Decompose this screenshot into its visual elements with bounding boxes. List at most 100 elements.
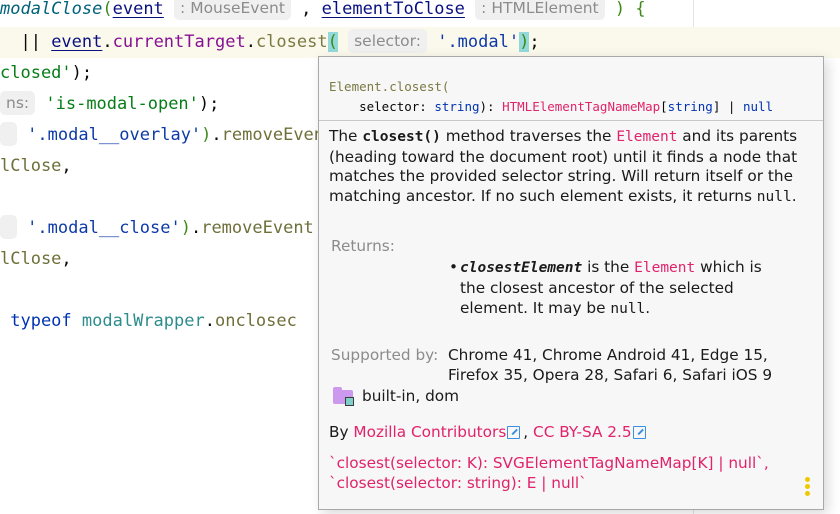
separator: ,: [523, 423, 534, 441]
code-token: .: [204, 311, 215, 331]
license-link[interactable]: CC BY-SA 2.5: [533, 423, 632, 441]
code-token: [338, 32, 348, 52]
code-token: modalClose: [0, 0, 103, 19]
code-token: ): [519, 32, 530, 52]
code-token: currentTarget: [112, 32, 246, 52]
bullet-icon: •: [449, 258, 459, 276]
inlay-hint: : MouseEvent: [174, 0, 291, 20]
return-name: closestElement: [460, 260, 583, 276]
signature-null: null: [742, 99, 774, 114]
attribution: By Mozilla Contributors , CC BY-SA 2.5: [329, 423, 649, 441]
overloads: `closest(selector: K): SVGElementTagName…: [329, 453, 809, 493]
documentation-popup: Element.closest( selector: string): HTML…: [318, 56, 824, 510]
code-line[interactable]: '.modal__overlay').removeEvent: [0, 120, 334, 151]
code-line[interactable]: ns: 'is-modal-open');: [0, 89, 219, 120]
code-token: event: [112, 0, 164, 19]
library-info: built-in, dom: [333, 387, 460, 406]
code-token: );: [71, 63, 93, 83]
code-token: lClose: [0, 156, 62, 176]
code-token: ): [201, 125, 212, 145]
code-token: typeof: [0, 311, 82, 331]
code-token: removeEvent: [221, 125, 335, 145]
returns-label: Returns:: [331, 237, 395, 255]
external-link-icon[interactable]: [632, 425, 646, 439]
divider: [319, 120, 823, 121]
code-line[interactable]: lClose,: [0, 244, 72, 275]
signature-class-method: Element.closest(: [329, 79, 450, 94]
inlay-hint: : HTMLElement: [475, 0, 605, 20]
element-link[interactable]: Element: [634, 260, 696, 276]
returns-item: • closestElement is the Element which is…: [449, 257, 789, 319]
signature-index-type: string: [667, 99, 713, 114]
text: .: [645, 299, 651, 317]
code-token: ||: [0, 32, 52, 52]
code-token: ): [180, 218, 191, 238]
mozilla-contributors-link[interactable]: Mozilla Contributors: [353, 423, 507, 441]
code-token: [465, 0, 475, 19]
inlay-hint: ns:: [0, 91, 36, 115]
code-line[interactable]: modalClose(event : MouseEvent , elementT…: [0, 0, 646, 25]
text: .: [791, 186, 797, 205]
code-token: .: [245, 32, 256, 52]
library-text: built-in, dom: [362, 387, 460, 405]
code-token: );: [198, 94, 220, 114]
signature-punct: ):: [479, 99, 503, 114]
signature-return-type[interactable]: HTMLElementTagNameMap: [502, 99, 661, 114]
overload-item: `closest(selector: K): SVGElementTagName…: [329, 454, 769, 472]
signature-param-name: selector:: [329, 99, 435, 114]
method-code: closest(): [362, 129, 441, 145]
folder-library-icon: [333, 387, 355, 406]
text: method traverses the: [440, 127, 617, 145]
signature-punct: ]: [712, 99, 721, 114]
code-token: ,: [290, 0, 322, 19]
description: The closest() method traverses the Eleme…: [329, 127, 809, 207]
code-token: modalWrapper: [81, 311, 205, 331]
inlay-hint: selector:: [348, 29, 427, 53]
code-token: ): [604, 0, 636, 19]
code-token: {: [635, 0, 646, 19]
code-line[interactable]: typeof modalWrapper.onclosec: [0, 306, 297, 337]
supported-by-label: Supported by:: [331, 346, 439, 364]
code-token: removeEvent: [201, 218, 314, 238]
text: is the: [582, 258, 635, 276]
code-token: .: [211, 125, 222, 145]
code-token: '.modal': [437, 32, 520, 52]
text: which is the closest ancestor of the sel…: [460, 258, 762, 317]
code-token: closest: [255, 32, 328, 52]
signature-punct: |: [720, 99, 743, 114]
text: and its parents (heading toward the docu…: [329, 127, 798, 205]
overload-item: `closest(selector: string): E | null`: [329, 474, 587, 492]
code-token: [35, 94, 45, 114]
code-token: [427, 32, 437, 52]
code-token: closed': [0, 63, 72, 83]
more-options-icon[interactable]: [805, 477, 810, 496]
signature-punct: [: [660, 99, 668, 114]
code-token: '.modal__close': [16, 218, 181, 238]
external-link-icon[interactable]: [507, 425, 521, 439]
code-token: [164, 0, 174, 19]
element-link[interactable]: Element: [616, 129, 678, 145]
code-token: event: [51, 32, 103, 52]
code-token: .: [190, 218, 202, 238]
code-token: elementToClose: [321, 0, 465, 19]
code-token: 'is-modal-open': [45, 94, 199, 114]
inlay-hint: [0, 122, 17, 146]
null-code: null: [756, 188, 792, 205]
code-line[interactable]: lClose,: [0, 151, 72, 182]
supported-by-value: Chrome 41, Chrome Android 41, Edge 15, F…: [448, 346, 773, 384]
code-line[interactable]: closed');: [0, 58, 92, 89]
code-token: '.modal__overlay': [16, 125, 202, 145]
code-token: onclosec: [214, 311, 297, 331]
null-code: null: [610, 301, 646, 317]
attribution-prefix: By: [329, 423, 354, 441]
code-line-current[interactable]: || event.currentTarget.closest( selector…: [0, 27, 840, 58]
signature-param-type: string: [434, 99, 480, 114]
text: The: [329, 127, 363, 145]
code-token: (: [327, 32, 338, 52]
code-token: (: [102, 0, 113, 19]
code-token: ;: [529, 32, 540, 52]
code-token: .: [102, 32, 113, 52]
signature: Element.closest( selector: string): HTML…: [329, 77, 773, 117]
code-token: lClose: [0, 249, 62, 269]
code-line[interactable]: '.modal__close').removeEvent: [0, 213, 314, 244]
